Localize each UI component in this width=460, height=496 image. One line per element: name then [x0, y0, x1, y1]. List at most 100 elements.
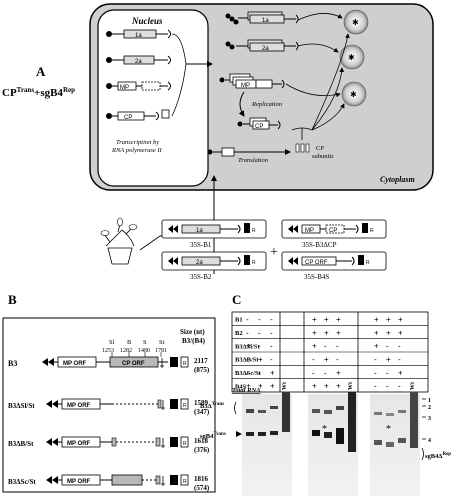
p-b1-rib: R	[252, 228, 256, 234]
c-1a-label: 1a	[262, 18, 269, 24]
size-header-2: B3/(B4)	[182, 337, 206, 345]
panel-a-letter: A	[36, 64, 46, 79]
design-cell: +	[398, 315, 403, 324]
design-cell: -	[374, 368, 377, 377]
design-cell: -	[258, 328, 261, 337]
row-b3-sl-st-rib: R	[183, 403, 187, 409]
design-cell: +	[336, 382, 341, 391]
design-cell: -	[374, 382, 377, 391]
row-b3-sc-st-rib: R	[183, 479, 187, 485]
design-cell: -	[398, 355, 401, 364]
n-2a-label: 2a	[135, 59, 142, 65]
row-b3-mp: MP ORF	[63, 361, 87, 367]
nucleus-label: Nucleus	[131, 16, 163, 26]
row-b3-sub: (875)	[194, 366, 210, 374]
panel-b: B Size (nt) B3/(B4) Sl B S St 1253 1282 …	[3, 292, 215, 492]
cp-subunits-line1: CP	[316, 145, 324, 152]
design-cell: +	[374, 342, 379, 351]
panel-a: A CPTrans+sgB4Rep Nucleus Cytoplasm 1a 2…	[2, 4, 433, 281]
p-mp-label: MP	[305, 228, 314, 234]
n-cp-label: CP	[124, 115, 132, 121]
side-label-sup1: Trans	[17, 86, 35, 94]
row-b3-b-st-rib: R	[183, 441, 187, 447]
p-cpm-label: CP	[329, 228, 337, 234]
cons-b3: 35S-B3ΔCP	[302, 241, 337, 249]
design-cell: +	[312, 315, 317, 324]
design-cell: -	[324, 342, 327, 351]
sgb4-trans-label: sgB4Trans	[200, 432, 226, 440]
design-cell: -	[386, 368, 389, 377]
design-cell: -	[386, 342, 389, 351]
plant-icon	[101, 218, 137, 264]
row-b3-cp: CP ORF	[122, 361, 145, 367]
p-2a-label: 2a	[196, 260, 203, 266]
design-cell: +	[336, 328, 341, 337]
transcription-line2: RNA polymerase II	[111, 147, 163, 154]
design-row-label: B1	[235, 317, 243, 324]
marker-3: 3	[428, 416, 431, 422]
site-s: S	[143, 339, 147, 346]
p-b2-rib: R	[252, 260, 256, 266]
translation-label: Translation	[238, 157, 268, 164]
row-label-b3: B3	[8, 359, 17, 368]
marker-2: 2	[428, 405, 431, 411]
replication-label: Replication	[251, 101, 282, 108]
p-b3-rib: R	[370, 228, 374, 234]
size-markers-total: 1 2 3 4	[422, 398, 431, 444]
design-cell: +	[270, 368, 275, 377]
design-cell: +	[386, 355, 391, 364]
band-b1-wt	[282, 392, 290, 432]
design-cell: -	[312, 355, 315, 364]
row-b3-b-st-sub: (376)	[194, 446, 210, 454]
design-cell: +	[246, 342, 251, 351]
design-cell: +	[324, 328, 329, 337]
row-b3-b-st-mp: MP ORF	[67, 441, 91, 447]
n-1a-label: 1a	[135, 33, 142, 39]
design-cell: -	[270, 315, 273, 324]
size-header-1: Size (nt)	[180, 328, 205, 336]
design-cell: -	[246, 328, 249, 337]
p-b4-rib: R	[366, 260, 370, 266]
design-cell: +	[386, 315, 391, 324]
c-cp-label: CP	[255, 124, 263, 130]
design-cell: -	[398, 382, 401, 391]
panel-b-letter: B	[8, 292, 17, 307]
site-st: St	[159, 339, 165, 346]
pos-b: 1282	[120, 348, 132, 354]
design-cell: +	[398, 328, 403, 337]
cons-b4: 35S-B4S	[304, 273, 329, 281]
svg-text:✱: ✱	[352, 18, 359, 27]
p-1a-label: 1a	[196, 228, 203, 234]
design-cell: +	[324, 355, 329, 364]
marker-1: 1	[428, 398, 431, 404]
design-cell: +	[336, 315, 341, 324]
total-rna-label: Total RNA	[232, 387, 261, 394]
cons-b2: 35S-B2	[190, 273, 212, 281]
design-cell: +	[312, 328, 317, 337]
design-cell: -	[270, 328, 273, 337]
star-1: *	[322, 424, 327, 435]
site-b: B	[127, 339, 132, 346]
design-cell: +	[270, 382, 275, 391]
design-cell: +	[374, 315, 379, 324]
design-cell: -	[258, 368, 261, 377]
wt-lane-label: Wt	[348, 382, 354, 390]
design-cell: -	[312, 368, 315, 377]
design-cell: +	[398, 368, 403, 377]
design-cell: -	[246, 355, 249, 364]
site-sl: Sl	[109, 339, 115, 346]
transcription-line1: Transcription by	[116, 139, 159, 146]
sgb4d-rep-label: sgB4ΔRep	[425, 452, 451, 460]
row-b3-sl-st-mp: MP ORF	[67, 403, 91, 409]
row-label-b3-sc-st: B3ΔSc/St	[8, 478, 36, 486]
design-cell: -	[270, 342, 273, 351]
design-cell: -	[246, 315, 249, 324]
side-label-main: CP	[2, 87, 17, 99]
wt-lane-label: Wt	[410, 382, 416, 390]
design-cell: +	[336, 368, 341, 377]
c-2a-label: 2a	[262, 46, 269, 52]
side-label-sup2: Rep	[63, 86, 75, 94]
design-cell: -	[386, 382, 389, 391]
design-cell: +	[258, 355, 263, 364]
